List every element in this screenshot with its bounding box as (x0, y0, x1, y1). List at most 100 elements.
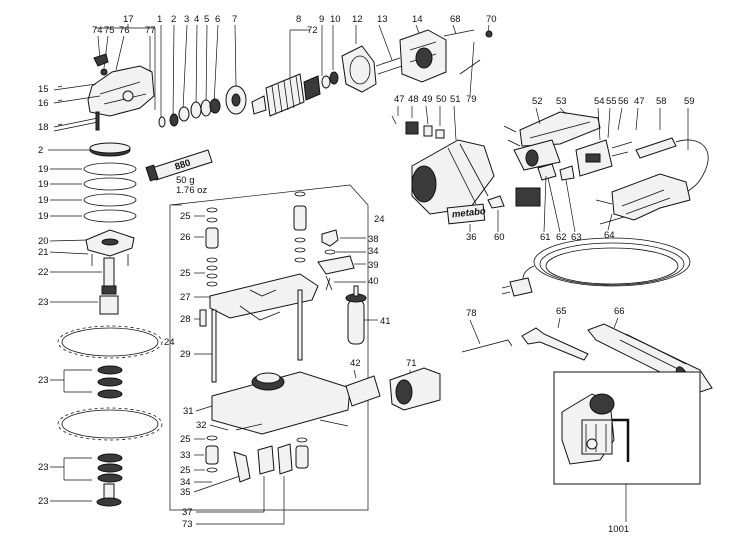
gear-hub (231, 93, 241, 107)
callout-35: 35 (180, 487, 191, 498)
callout-42: 42 (350, 358, 361, 369)
callout-28: 28 (180, 314, 191, 325)
callout-18: 18 (38, 122, 49, 133)
callout-75: 75 (104, 25, 115, 36)
callout-2: 2 (171, 14, 176, 25)
leader-42 (353, 369, 357, 379)
callout-8: 8 (296, 14, 301, 25)
motor-housing-cluster: 47 48 49 50 51 metabo 36 60 52 53 54 55 … (391, 94, 709, 243)
guard-assembly-frame (169, 184, 369, 511)
bushing-right-bottom (295, 445, 309, 469)
switch-contact (525, 149, 539, 167)
flange-23b-3 (97, 389, 123, 399)
module-61 (515, 187, 541, 207)
screws-68 (443, 29, 481, 75)
grease-tube-cap (145, 164, 159, 182)
callout-65: 65 (556, 306, 567, 317)
callout-23d: 23 (38, 496, 49, 507)
callout-50: 50 (436, 94, 447, 105)
callout-79: 79 (466, 94, 477, 105)
callout-1001: 1001 (608, 524, 629, 535)
gear-housing-body (87, 65, 155, 117)
gear-housing-boss (122, 90, 134, 102)
spring-75 (100, 68, 108, 76)
wires (611, 141, 633, 157)
leaders-34-35 (193, 475, 241, 493)
callout-31: 31 (183, 406, 194, 417)
leader-23c (50, 457, 92, 481)
commutator (303, 75, 321, 101)
callout-14: 14 (412, 14, 423, 25)
cutting-disc-a-inner (61, 327, 159, 357)
coiled-power-cord (501, 237, 691, 297)
callout-6: 6 (215, 14, 220, 25)
callout-25b: 25 (180, 268, 191, 279)
adapter-71-bore (395, 379, 413, 405)
callout-37: 37 (182, 507, 193, 518)
callout-15: 15 (38, 84, 49, 95)
callout-70: 70 (486, 14, 497, 25)
callout-19c: 19 (38, 195, 49, 206)
inset-switch (581, 419, 613, 455)
callout-12: 12 (352, 14, 363, 25)
depth-stop-ribs (619, 333, 687, 371)
spring-washer-19b (83, 177, 137, 191)
callout-25d: 25 (180, 465, 191, 476)
inset-brush-cap (589, 393, 615, 415)
callout-48: 48 (408, 94, 419, 105)
part-4 (190, 101, 202, 119)
callout-33: 33 (180, 450, 191, 461)
spring-washer-19c (83, 193, 137, 207)
callout-23c: 23 (38, 462, 49, 473)
callout-5: 5 (204, 14, 209, 25)
callout-53: 53 (556, 96, 567, 107)
adapter-42 (345, 375, 381, 407)
knob-38 (321, 229, 339, 247)
screw-64 (595, 199, 613, 205)
callout-27: 27 (180, 292, 191, 303)
cutting-disc-b-inner (61, 409, 159, 439)
cutting-disc-b (57, 407, 163, 441)
dust-hood-31 (211, 371, 351, 435)
side-handle-thread (353, 285, 359, 297)
washer-25c (206, 435, 218, 441)
plug-pins (501, 285, 511, 295)
callout-2b: 2 (38, 145, 43, 156)
part-70 (485, 30, 493, 38)
bearing-23a (99, 295, 119, 315)
callout-24a: 24 (164, 337, 175, 348)
callout-19a: 19 (38, 164, 49, 175)
side-handle-41: 41 (345, 285, 391, 345)
leaders-47-51 (397, 105, 457, 141)
callout-71: 71 (406, 358, 417, 369)
callout-4: 4 (194, 14, 199, 25)
pin-spanner-65 (521, 327, 589, 361)
guard-parts: 25 26 25 27 28 29 31 (180, 191, 351, 498)
callout-19b: 19 (38, 179, 49, 190)
callout-23b: 23 (38, 375, 49, 386)
callout-74: 74 (92, 25, 103, 36)
rear-handle-64 (611, 173, 691, 221)
nut-23d (96, 497, 122, 507)
grease-tube-qty-oz: 1.76 oz (176, 185, 207, 196)
callout-1: 1 (157, 14, 162, 25)
leaders-8-70 (289, 24, 490, 80)
grease-tube-product: 880 (174, 157, 192, 172)
guard-clamp-parts: 38 34 39 40 (317, 229, 379, 291)
cord-coil-2 (539, 242, 685, 286)
washer-top-3 (294, 247, 306, 253)
flange-23c-3 (97, 473, 123, 483)
brand-plate (446, 203, 486, 225)
plate-73 (277, 443, 293, 475)
cable-protector-58 (635, 137, 677, 159)
bearing-stack-1-6 (158, 98, 221, 128)
guard-bracket-27 (209, 273, 319, 319)
leader-23b (50, 369, 92, 393)
rod-right (297, 289, 303, 361)
spindle-lock-button (93, 53, 109, 67)
flange-23c-1 (97, 453, 123, 463)
leader-65 (557, 317, 561, 329)
callout-66: 66 (614, 306, 625, 317)
callout-62: 62 (556, 232, 567, 243)
housing-ring-12 (341, 45, 377, 93)
